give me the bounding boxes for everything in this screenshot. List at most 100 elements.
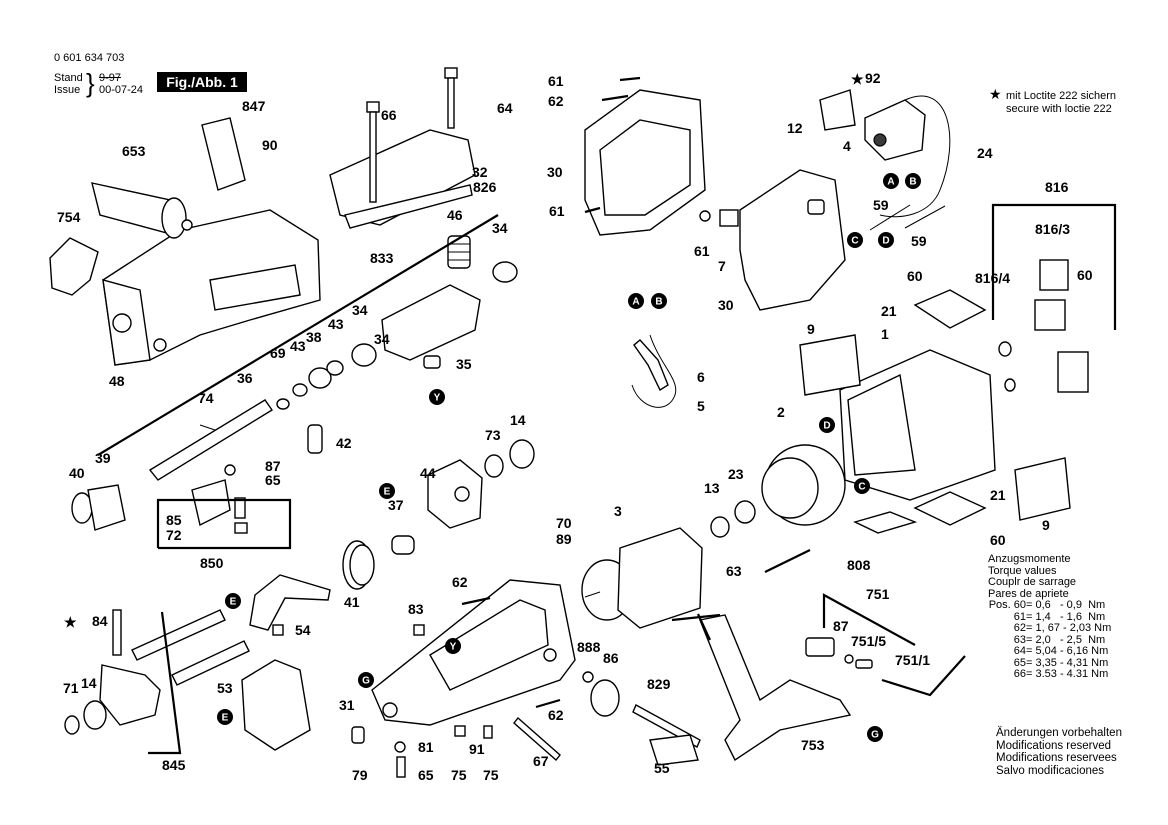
- part-label-753: 753: [801, 737, 825, 753]
- knob-55: [649, 734, 699, 766]
- callout-e-icon: E: [225, 593, 241, 609]
- part-label-60: 60: [907, 268, 923, 284]
- svg-text:E: E: [384, 487, 391, 498]
- part-label-6: 6: [697, 369, 705, 385]
- part-label-59: 59: [911, 233, 927, 249]
- part-label-826: 826: [473, 179, 497, 195]
- plunger-36: [148, 399, 273, 481]
- stand-label: Stand: [54, 72, 83, 84]
- part-label-65: 65: [418, 767, 434, 783]
- torque-row: 66= 3.53 - 4.31 Nm: [988, 668, 1111, 681]
- part-label-43: 43: [290, 338, 306, 354]
- callout-a-icon: A: [628, 293, 644, 309]
- svg-text:G: G: [362, 676, 370, 687]
- part-label-60: 60: [990, 532, 1006, 548]
- part-label-34: 34: [492, 220, 508, 236]
- torque-title-es: Pares de apriete: [988, 587, 1069, 600]
- torque-pos: 65: [1013, 656, 1026, 669]
- part-label-70: 70: [556, 515, 572, 531]
- nozzle-754: [49, 237, 99, 296]
- torque-row: 62= 1, 67 - 2,03 Nm: [988, 622, 1112, 635]
- part-label-850: 850: [200, 555, 224, 571]
- bracket-845: [148, 611, 182, 755]
- ring-43: [326, 360, 344, 376]
- housing-48: [102, 209, 321, 366]
- svg-text:B: B: [909, 177, 916, 188]
- part-label-12: 12: [787, 120, 803, 136]
- part-label-9: 9: [1042, 517, 1050, 533]
- power-cord-5: [631, 334, 677, 408]
- screw-66: [366, 101, 380, 203]
- cord-guard-6: [633, 339, 669, 392]
- part-label-43: 43: [328, 316, 344, 332]
- sleeve-42: [307, 424, 323, 454]
- part-label-2: 2: [777, 404, 785, 420]
- part-label-32: 32: [472, 164, 488, 180]
- handle-653: [91, 182, 193, 239]
- loctite-note: ★ mit Loctite 222 sichern secure with lo…: [989, 87, 1116, 116]
- part-label-816-4: 816/4: [975, 270, 1010, 286]
- part-label-67: 67: [533, 753, 549, 769]
- brace-symbol: }: [86, 68, 95, 98]
- part-label-751-5: 751/5: [851, 633, 886, 649]
- screw-62a: [461, 596, 491, 606]
- loctite-star-marker: ★: [64, 614, 77, 630]
- svg-text:C: C: [858, 482, 865, 493]
- callout-a-icon: A: [883, 173, 899, 189]
- trigger-7: [719, 209, 739, 227]
- screw-75: [454, 725, 466, 737]
- svg-text:Y: Y: [450, 642, 457, 653]
- part-label-829: 829: [647, 676, 671, 692]
- label-808: [853, 511, 918, 534]
- part-label-59: 59: [873, 197, 889, 213]
- part-label-64: 64: [497, 100, 513, 116]
- part-label-808: 808: [847, 557, 871, 573]
- gear-41: [342, 540, 375, 590]
- washer-751-5: [844, 654, 854, 664]
- part-label-37: 37: [388, 497, 404, 513]
- torque-row: 63= 2,0 - 2,5 Nm: [988, 633, 1111, 647]
- part-label-53: 53: [217, 680, 233, 696]
- pad-87: [805, 637, 835, 657]
- part-label-35: 35: [456, 356, 472, 372]
- torque-value: = 0,6 - 0,9 Nm: [1026, 599, 1106, 611]
- plate-21b: [913, 491, 987, 526]
- part-label-54: 54: [295, 622, 311, 638]
- screw-62c: [601, 94, 629, 102]
- bracket-751: [822, 593, 916, 646]
- callout-g-icon: G: [358, 672, 374, 688]
- torque-pos: 64: [1013, 645, 1026, 657]
- part-label-23: 23: [728, 466, 744, 482]
- part-label-62: 62: [548, 707, 564, 723]
- part-label-61: 61: [549, 203, 565, 219]
- torque-title-de: Anzugsmomente: [988, 553, 1071, 565]
- callout-g-icon: G: [867, 726, 883, 742]
- torque-row: 64= 5,04 - 6,16 Nm: [988, 645, 1111, 658]
- spring-65: [234, 497, 246, 519]
- torque-value: = 1, 67 - 2,03 Nm: [1026, 622, 1112, 634]
- callout-c-icon: C: [847, 232, 863, 248]
- part-label-31: 31: [339, 697, 355, 713]
- screw-65b: [396, 756, 406, 778]
- torque-value: = 3.53 - 4.31 Nm: [1026, 668, 1109, 680]
- torque-table: Anzugsmomente Torque values Couplr de sa…: [988, 553, 1112, 681]
- svg-text:C: C: [851, 236, 858, 247]
- torque-pos: Pos. 60: [988, 599, 1026, 611]
- svg-text:A: A: [887, 177, 894, 188]
- callout-y-icon: Y: [429, 389, 445, 405]
- screw-83: [413, 624, 425, 636]
- pin-35: [423, 355, 441, 369]
- part-label-39: 39: [95, 450, 111, 466]
- screw-61a: [619, 76, 641, 82]
- part-label-92: 92: [865, 70, 881, 86]
- wire-59a: [869, 204, 911, 231]
- torque-pos: 63: [1013, 633, 1026, 646]
- ring-816-4b: [1004, 378, 1016, 392]
- torque-row: Pos. 60= 0,6 - 0,9 Nm: [988, 599, 1111, 612]
- modifications-en: Modifications reserved: [996, 739, 1112, 752]
- ring-43b: [292, 383, 308, 397]
- part-label-74: 74: [198, 390, 214, 406]
- torque-pos: 62: [1013, 622, 1026, 634]
- part-label-816: 816: [1045, 179, 1069, 195]
